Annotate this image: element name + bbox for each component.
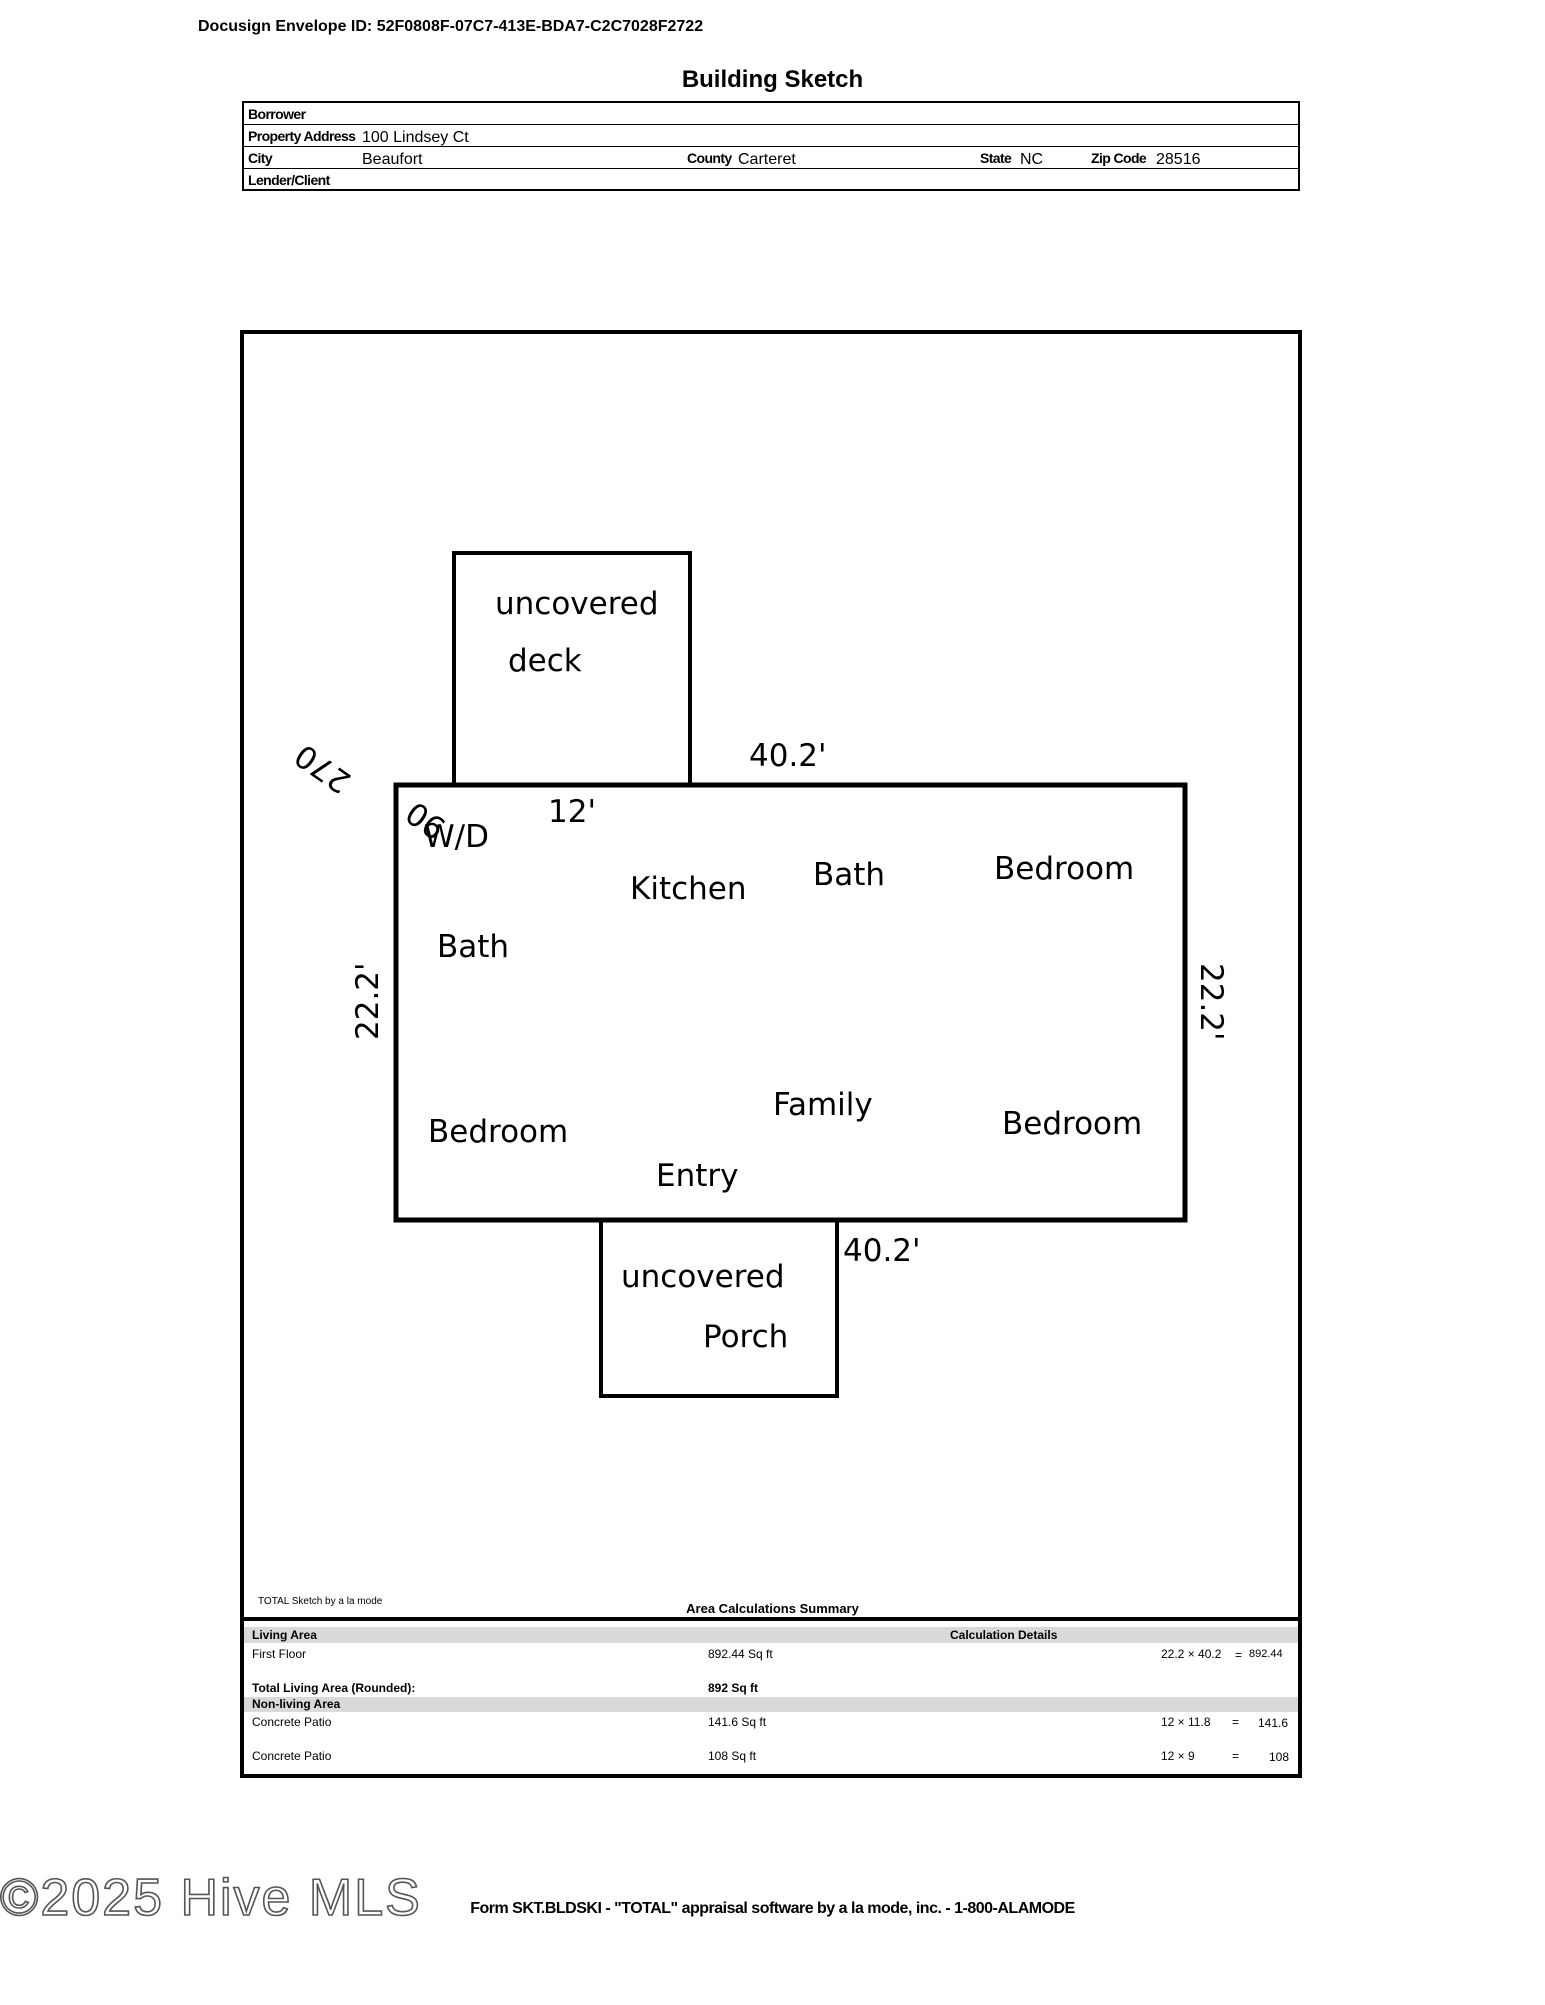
- copyright-watermark: ©2025 Hive MLS: [0, 1868, 422, 1928]
- dimension-bottom: 40.2': [843, 1233, 921, 1269]
- city-row: City Beaufort County Carteret State NC Z…: [244, 147, 1298, 169]
- zip-label: Zip Code: [1091, 150, 1147, 166]
- concrete-patio-2-area: 108 Sq ft: [708, 1749, 757, 1763]
- dimension-right: 22.2': [1193, 963, 1229, 1041]
- concrete-patio-1-calc: 12 × 11.8: [1161, 1715, 1211, 1729]
- dimension-deck: 12': [548, 794, 596, 830]
- zip-value: 28516: [1156, 151, 1201, 168]
- porch-outline: [599, 1218, 839, 1398]
- room-family: Family: [773, 1087, 873, 1123]
- page-title: Building Sketch: [681, 66, 864, 93]
- concrete-patio-2-calc: 12 × 9: [1161, 1749, 1195, 1763]
- total-living-area-value: 892 Sq ft: [708, 1681, 759, 1695]
- state-label: State: [980, 150, 1012, 166]
- deck-label-line2: deck: [508, 643, 582, 679]
- first-floor-result: 892.44: [1249, 1648, 1283, 1660]
- city-label: City: [248, 150, 273, 166]
- dimension-left: 22.2': [350, 962, 386, 1040]
- concrete-patio-1-equals: =: [1232, 1715, 1240, 1729]
- calculation-details-label: Calculation Details: [950, 1628, 1058, 1642]
- dimension-top: 40.2': [749, 738, 827, 774]
- first-floor-equals: =: [1235, 1648, 1243, 1662]
- county-label: County: [687, 150, 732, 166]
- first-floor-area: 892.44 Sq ft: [708, 1647, 773, 1661]
- total-living-area-label: Total Living Area (Rounded):: [252, 1681, 416, 1695]
- first-floor-label: First Floor: [252, 1647, 306, 1661]
- borrower-label: Borrower: [248, 106, 306, 122]
- county-value: Carteret: [738, 151, 796, 168]
- non-living-area-label: Non-living Area: [252, 1697, 341, 1711]
- summary-divider: [244, 1617, 1298, 1621]
- property-address-value: 100 Lindsey Ct: [362, 129, 469, 146]
- room-wd: W/D: [424, 819, 489, 855]
- sketch-credit: TOTAL Sketch by a la mode: [258, 1596, 383, 1607]
- room-kitchen: Kitchen: [630, 871, 747, 907]
- room-entry: Entry: [656, 1158, 738, 1194]
- concrete-patio-2-result: 108: [1269, 1750, 1290, 1764]
- lender-label: Lender/Client: [248, 172, 330, 188]
- first-floor-calc: 22.2 × 40.2: [1161, 1647, 1222, 1661]
- deck-label-line1: uncovered: [495, 586, 659, 622]
- non-living-area-band: [244, 1697, 1298, 1712]
- living-area-band: [244, 1627, 1298, 1643]
- room-bath-top: Bath: [813, 857, 885, 893]
- form-footer: Form SKT.BLDSKI - "TOTAL" appraisal soft…: [470, 1900, 1075, 1917]
- concrete-patio-2-equals: =: [1232, 1749, 1240, 1763]
- room-bedroom-left: Bedroom: [428, 1114, 568, 1150]
- lender-row: Lender/Client: [244, 169, 1298, 191]
- room-bedroom-top-right: Bedroom: [994, 851, 1134, 887]
- sketch-frame: [240, 330, 1302, 1778]
- angle-270: 270: [288, 737, 357, 800]
- borrower-row: Borrower: [244, 103, 1298, 125]
- concrete-patio-1-result: 141.6: [1258, 1716, 1289, 1730]
- porch-label-line1: uncovered: [621, 1259, 785, 1295]
- property-info-table: Borrower Property Address 100 Lindsey Ct…: [242, 101, 1300, 191]
- state-value: NC: [1020, 151, 1044, 168]
- living-area-label: Living Area: [252, 1628, 317, 1642]
- room-bedroom-bottom-right: Bedroom: [1002, 1106, 1142, 1142]
- area-summary-title: Area Calculations Summary: [686, 1601, 859, 1616]
- envelope-id: Docusign Envelope ID: 52F0808F-07C7-413E…: [198, 18, 704, 35]
- porch-label-line2: Porch: [703, 1319, 788, 1355]
- property-address-row: Property Address 100 Lindsey Ct: [244, 125, 1298, 147]
- concrete-patio-2-label: Concrete Patio: [252, 1749, 332, 1763]
- property-address-label: Property Address: [248, 128, 356, 144]
- concrete-patio-1-label: Concrete Patio: [252, 1715, 332, 1729]
- concrete-patio-1-area: 141.6 Sq ft: [708, 1715, 767, 1729]
- city-value: Beaufort: [362, 151, 423, 168]
- room-bath-left: Bath: [437, 929, 509, 965]
